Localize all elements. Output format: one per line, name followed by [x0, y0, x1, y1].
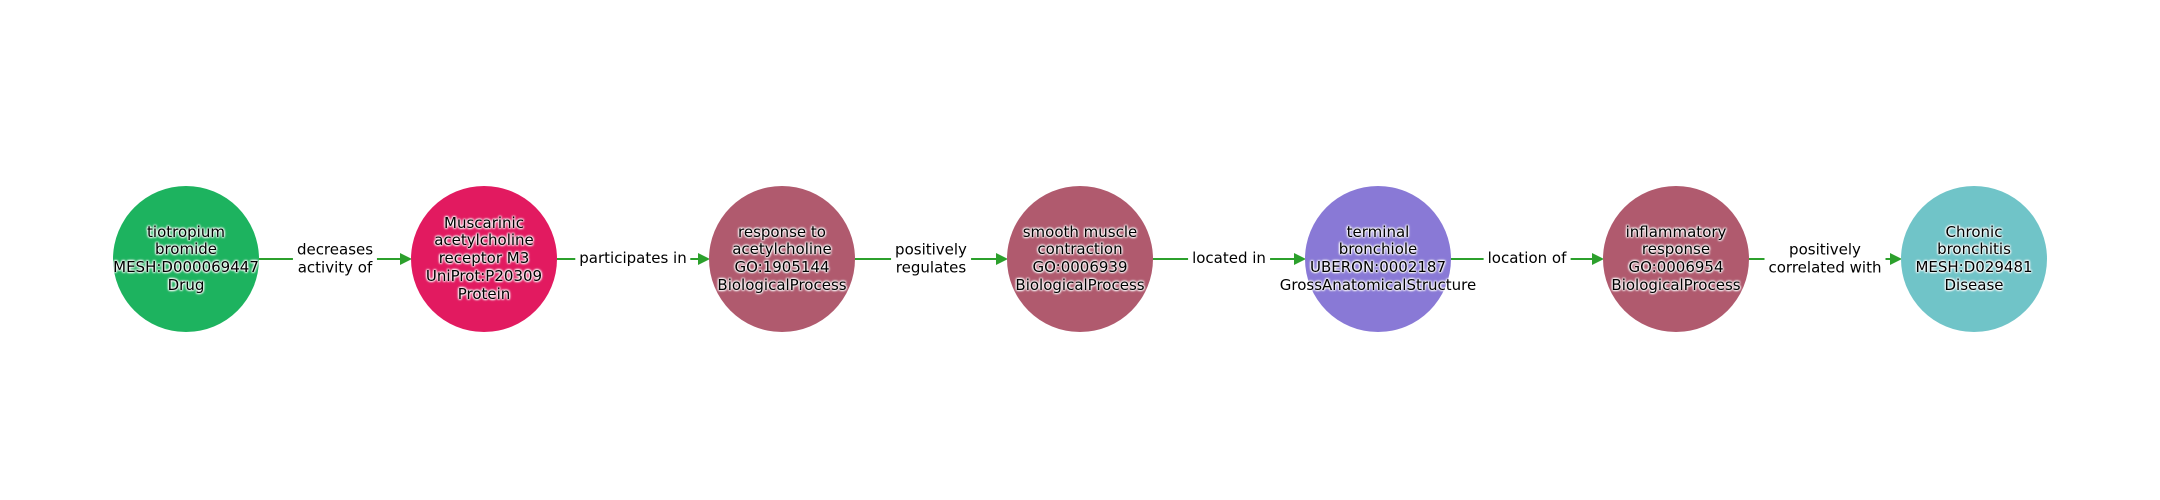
node-response-to-acetylcholine: response to acetylcholine GO:1905144 Bio…	[709, 186, 855, 332]
node-label: smooth muscle contraction GO:0006939 Bio…	[1015, 222, 1145, 294]
arrowhead-icon	[1890, 253, 1902, 265]
node-label: tiotropium bromide MESH:D000069447 Drug	[113, 222, 259, 294]
node-smooth-muscle-contraction: smooth muscle contraction GO:0006939 Bio…	[1007, 186, 1153, 332]
edge-positively-regulates: positively regulates	[851, 186, 1008, 332]
node-label: inflammatory response GO:0006954 Biologi…	[1611, 222, 1741, 294]
arrowhead-icon	[1592, 253, 1604, 265]
edge-location-of: location of	[1447, 186, 1604, 332]
node-label: response to acetylcholine GO:1905144 Bio…	[717, 222, 847, 294]
edge-participates-in: participates in	[553, 186, 710, 332]
edge-label: located in	[1188, 249, 1270, 269]
node-label: Chronic bronchitis MESH:D029481 Disease	[1915, 222, 2033, 294]
edge-label: positively correlated with	[1764, 240, 1886, 278]
node-chronic-bronchitis: Chronic bronchitis MESH:D029481 Disease	[1901, 186, 2047, 332]
arrowhead-icon	[698, 253, 710, 265]
edge-decreases-activity-of: decreases activity of	[255, 186, 412, 332]
edge-label: location of	[1483, 249, 1571, 269]
edge-label: positively regulates	[891, 240, 971, 278]
arrowhead-icon	[1294, 253, 1306, 265]
node-terminal-bronchiole: terminal bronchiole UBERON:0002187 Gross…	[1280, 186, 1476, 332]
node-muscarinic-receptor-m3: Muscarinic acetylcholine receptor M3 Uni…	[411, 186, 557, 332]
arrowhead-icon	[996, 253, 1008, 265]
arrowhead-icon	[400, 253, 412, 265]
node-inflammatory-response: inflammatory response GO:0006954 Biologi…	[1603, 186, 1749, 332]
node-label: terminal bronchiole UBERON:0002187 Gross…	[1279, 222, 1477, 294]
edge-label: participates in	[575, 249, 691, 269]
node-label: Muscarinic acetylcholine receptor M3 Uni…	[425, 213, 543, 303]
edge-positively-correlated-with: positively correlated with	[1745, 186, 1902, 332]
node-tiotropium-bromide: tiotropium bromide MESH:D000069447 Drug	[113, 186, 259, 332]
edge-label: decreases activity of	[292, 240, 378, 278]
edge-located-in: located in	[1149, 186, 1306, 332]
